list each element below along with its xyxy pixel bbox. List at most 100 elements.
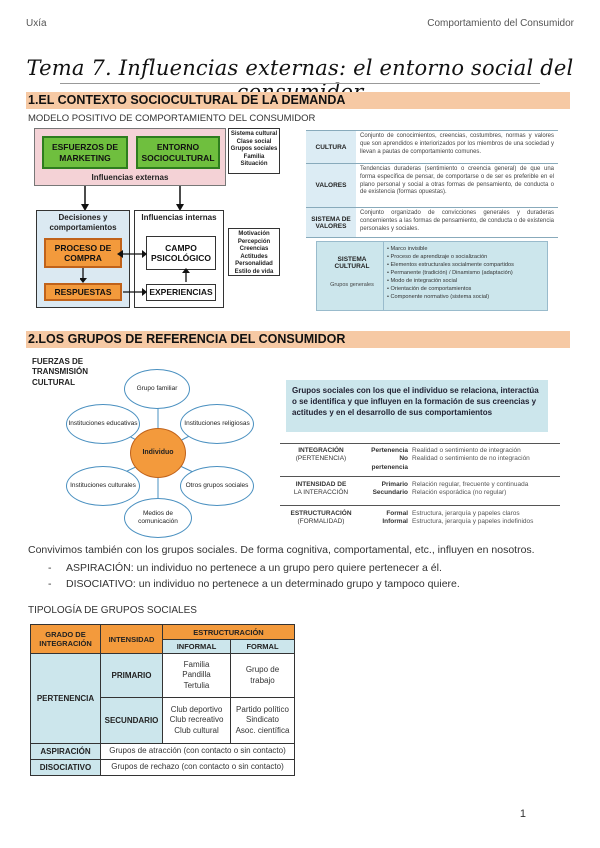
- cell: Realidad o sentimiento de integración: [412, 447, 521, 454]
- value-system-value: Conjunto organizado de convicciones gene…: [360, 210, 554, 232]
- cell: (FORMALIDAD): [297, 518, 345, 526]
- cell: Estructura, jerarquía y papeles claros: [412, 510, 520, 517]
- cell: Estructura, jerarquía y papeles indefini…: [412, 518, 534, 526]
- values-key: VALORES: [306, 164, 356, 207]
- cell: ESTRUCTURACIÓN: [290, 510, 352, 517]
- cell: Secundario: [372, 489, 408, 497]
- cell: Pertenencia: [371, 447, 408, 454]
- cell: Formal: [386, 510, 408, 517]
- cell-secondary-formal: Partido político Sindicato Asoc. científ…: [230, 697, 295, 744]
- cell: INTEGRACIÓN: [298, 447, 344, 454]
- cell-primario: PRIMARIO: [100, 653, 163, 698]
- individual-center-node: Individuo: [130, 428, 186, 478]
- list-item: • Marco invisible: [387, 246, 428, 252]
- cultural-transmission-label: FUERZAS DE TRANSMISIÓN CULTURAL: [32, 357, 88, 387]
- list-item-text: Orientación de comportamientos: [390, 285, 472, 292]
- list-item-text: Modo de integración social: [390, 277, 458, 284]
- table-row: (FORMALIDAD) Informal Estructura, jerarq…: [280, 518, 560, 526]
- list-item: • Proceso de aprendizaje o socialización: [387, 253, 488, 260]
- purchase-process-box: PROCESO DE COMPRA: [44, 238, 122, 268]
- list-item: • Permanente (tradición) / Dinamismo (ad…: [387, 269, 513, 276]
- cell: Relación regular, frecuente y continuada: [412, 481, 529, 488]
- table-row: INTENSIDAD DE Primario Relación regular,…: [280, 481, 560, 489]
- cultural-system-sub: Grupos generales: [330, 282, 374, 288]
- table-row: CULTURA Conjunto de conocimientos, creen…: [306, 130, 558, 164]
- cultural-system-box: SISTEMA CULTURAL Grupos generales • Marc…: [316, 241, 548, 311]
- cell-primary-informal: Familia Pandilla Tertulia: [162, 653, 231, 698]
- model-arrows: [80, 250, 190, 296]
- list-item: -ASPIRACIÓN: un individuo no pertenece a…: [48, 562, 442, 574]
- educational-institutions-node: Instituciones educativas: [66, 404, 140, 444]
- cell-aspiracion-value: Grupos de atracción (con contacto o sin …: [100, 743, 295, 760]
- table-row: VALORES Tendencias duraderas (sentimient…: [306, 164, 558, 208]
- cell: Primario: [381, 481, 408, 488]
- cultural-institutions-node: Instituciones culturales: [66, 466, 140, 506]
- cell: No pertenencia: [371, 455, 409, 471]
- table-row: INTEGRACIÓN Pertenencia Realidad o senti…: [280, 447, 560, 455]
- cell-aspiracion: ASPIRACIÓN: [30, 743, 101, 760]
- list-item-text: Marco invisible: [390, 246, 428, 252]
- other-groups-node: Otros grupos sociales: [180, 466, 254, 506]
- typology-table: GRADO DE INTEGRACIÓN INTENSIDAD ESTRUCTU…: [30, 624, 295, 776]
- section-2-heading: 2.LOS GRUPOS DE REFERENCIA DEL CONSUMIDO…: [26, 331, 570, 348]
- list-item-text: Componente normativo (sistema social): [390, 293, 490, 300]
- page-number: 1: [519, 808, 526, 820]
- header-author: Uxía: [26, 18, 47, 29]
- marketing-efforts-box: ESFUERZOS DE MARKETING: [42, 136, 128, 169]
- reference-groups-definition: Grupos sociales con los que el individuo…: [286, 380, 548, 432]
- experiences-box: EXPERIENCIAS: [146, 284, 216, 301]
- cell: Realidad o sentimiento de no integración: [412, 455, 530, 463]
- table-row: ESTRUCTURACIÓN Formal Estructura, jerarq…: [280, 510, 560, 518]
- reference-classification-table: INTEGRACIÓN Pertenencia Realidad o senti…: [280, 447, 560, 472]
- table-row: DISOCIATIVO Grupos de rechazo (con conta…: [30, 759, 295, 776]
- sociocultural-list: Sistema cultural Clase social Grupos soc…: [230, 131, 278, 167]
- decisions-label: Decisiones y comportamientos: [49, 213, 117, 232]
- cell-disociativo: DISOCIATIVO: [30, 759, 101, 776]
- table-row: SISTEMA DE VALORES Conjunto organizado d…: [306, 208, 558, 238]
- sociocultural-box: ENTORNO SOCIOCULTURAL: [136, 136, 220, 169]
- header-informal: INFORMAL: [162, 639, 231, 654]
- list-item: • Orientación de comportamientos: [387, 285, 472, 292]
- cultural-system-divider: [383, 242, 384, 310]
- cultural-system-list: • Marco invisible • Proceso de aprendiza…: [387, 246, 514, 302]
- model-subtitle: MODELO POSITIVO DE COMPORTAMIENTO DEL CO…: [28, 113, 316, 124]
- cell: INTENSIDAD DE: [295, 481, 347, 488]
- cell-disociativo-value: Grupos de rechazo (con contacto o sin co…: [100, 759, 295, 776]
- list-item-text: Proceso de aprendizaje o socialización: [390, 253, 488, 260]
- cell: LA INTERACCIÓN: [293, 489, 349, 497]
- psychological-list: Motivación Percepción Creencias Actitude…: [234, 231, 274, 275]
- value-system-key: SISTEMA DE VALORES: [306, 208, 356, 237]
- list-item: • Elementos estructurales socialmente co…: [387, 261, 514, 268]
- list-item-text: Elementos estructurales socialmente comp…: [390, 261, 514, 268]
- table-row: PERTENENCIA PRIMARIO Familia Pandilla Te…: [30, 653, 295, 744]
- cell-secondary-informal: Club deportivo Club recreativo Club cult…: [162, 697, 231, 744]
- psychological-field-box: CAMPO PSICOLÓGICO: [146, 236, 216, 270]
- header-formal: FORMAL: [230, 639, 295, 654]
- cell-primary-formal: Grupo de trabajo: [230, 653, 295, 698]
- table-row: LA INTERACCIÓN Secundario Relación espor…: [280, 489, 560, 497]
- section-1-heading: 1.EL CONTEXTO SOCIOCULTURAL DE LA DEMAND…: [26, 92, 570, 109]
- external-influences-label: Influencias externas: [91, 173, 169, 182]
- culture-value: Conjunto de conocimientos, creencias, co…: [360, 133, 554, 155]
- list-item: • Modo de integración social: [387, 277, 458, 284]
- table-row: SECUNDARIO Club deportivo Club recreativ…: [31, 697, 295, 744]
- values-value: Tendencias duraderas (sentimiento o cree…: [360, 166, 554, 196]
- list-item: -DISOCIATIVO: un individuo no pertenece …: [48, 578, 460, 590]
- cell: Informal: [382, 518, 408, 526]
- sociocultural-list-box: [228, 128, 280, 174]
- down-arrows: [81, 186, 184, 211]
- table-divider: [280, 443, 560, 444]
- header-subject: Comportamiento del Consumidor: [427, 18, 574, 29]
- psychological-list-box: [228, 228, 280, 276]
- header-degree: GRADO DE INTEGRACIÓN: [30, 624, 101, 654]
- header-structuring: ESTRUCTURACIÓN: [162, 624, 295, 640]
- table-divider: [280, 505, 560, 506]
- header-intensity: INTENSIDAD: [100, 624, 163, 654]
- social-groups-paragraph: Convivimos también con los grupos social…: [28, 544, 535, 556]
- table-row: (PERTENENCIA) No pertenencia Realidad o …: [280, 455, 560, 472]
- culture-definitions-table: CULTURA Conjunto de conocimientos, creen…: [306, 130, 558, 238]
- list-item-text: DISOCIATIVO: un individuo no pertenece a…: [66, 578, 460, 590]
- table-row: ASPIRACIÓN Grupos de atracción (con cont…: [30, 743, 295, 760]
- cultural-system-title: SISTEMA CULTURAL: [334, 256, 370, 270]
- reference-classification-table: ESTRUCTURACIÓN Formal Estructura, jerarq…: [280, 510, 560, 527]
